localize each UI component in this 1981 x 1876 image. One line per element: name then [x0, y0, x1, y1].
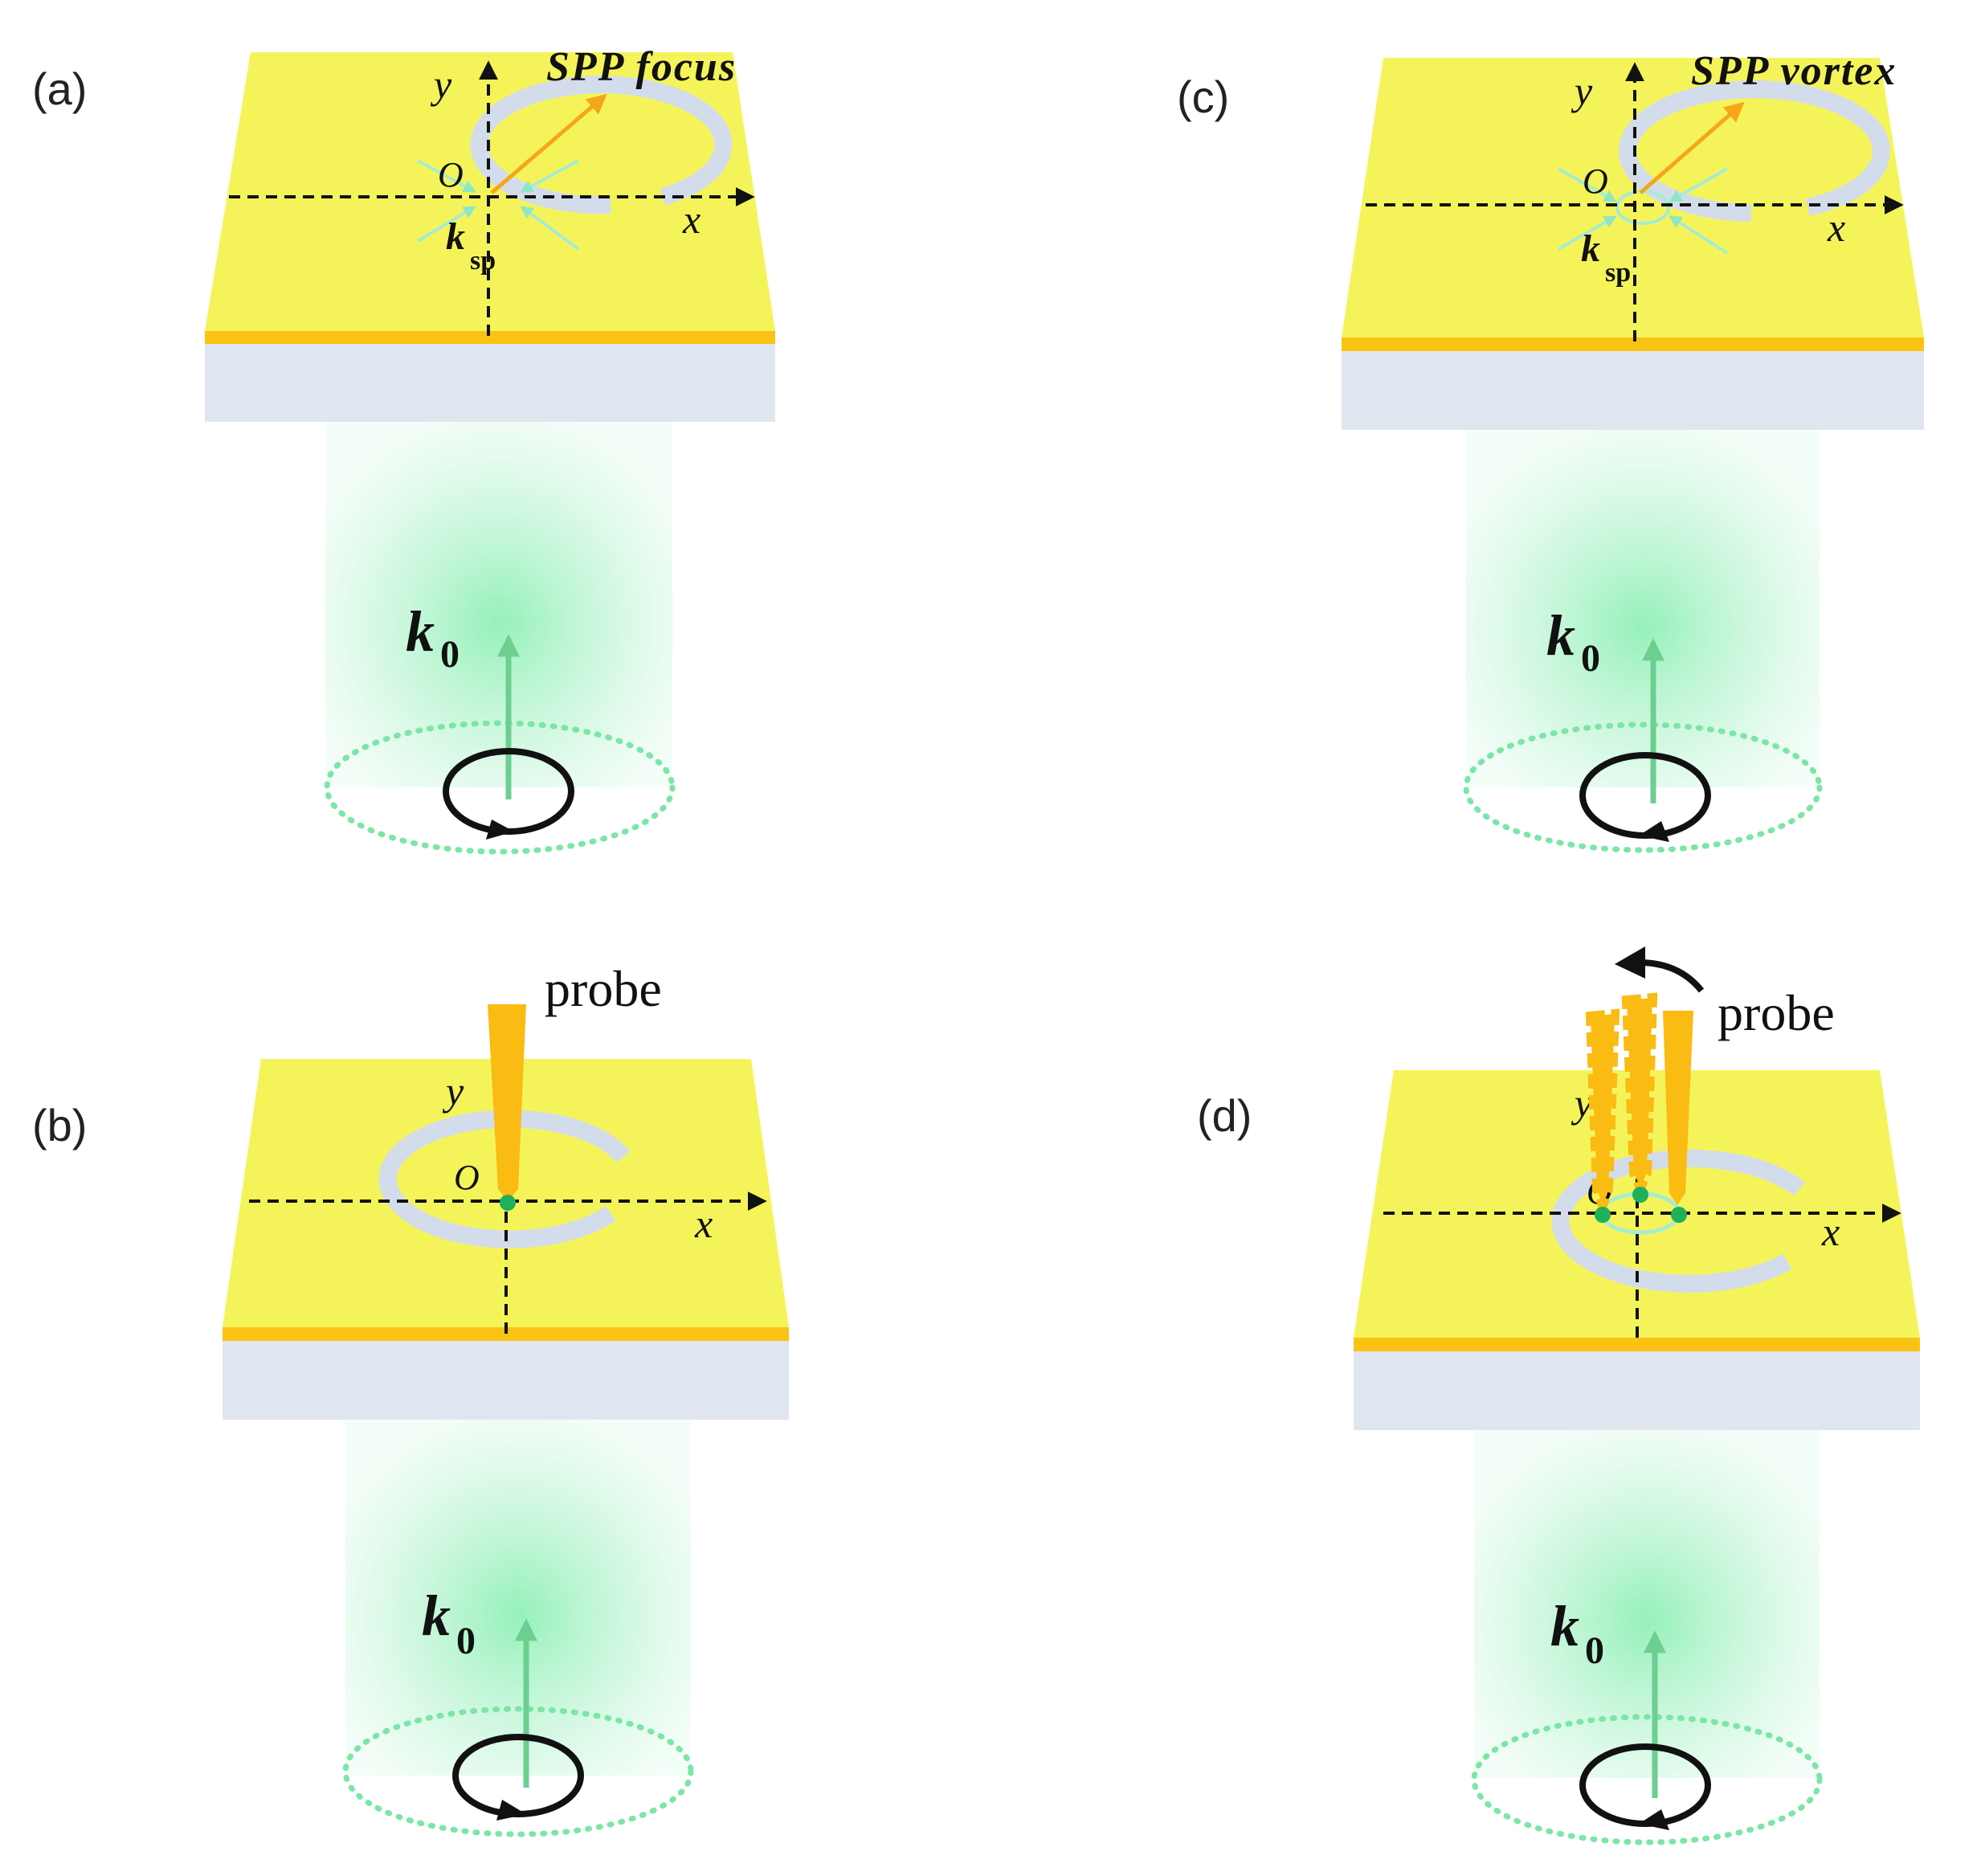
y-axis-label: y — [430, 62, 452, 107]
ring-slit — [1551, 1149, 1805, 1293]
substrate — [205, 341, 775, 422]
gold-surface — [1342, 58, 1924, 337]
ksp-subscript: sp — [1605, 258, 1631, 288]
probe-label: probe — [545, 960, 662, 1017]
ksp-subscript: sp — [470, 246, 496, 276]
substrate — [1342, 349, 1924, 430]
substrate — [223, 1339, 789, 1420]
probe-ghost-2 — [1621, 992, 1658, 1200]
gold-film-edge — [223, 1327, 789, 1341]
substrate — [1354, 1350, 1920, 1430]
spp-vortex-arrow — [1639, 101, 1745, 194]
panel-a-label: (a) — [32, 63, 87, 114]
gold-film-edge — [1342, 337, 1924, 351]
vortex-dot — [1632, 1187, 1648, 1203]
ksp-label: k — [1581, 227, 1600, 270]
x-axis-label: x — [694, 1201, 713, 1246]
k0-subscript: 0 — [1585, 1629, 1604, 1672]
panel-d-label: (d) — [1197, 1090, 1252, 1141]
curved-arrow-icon — [1615, 946, 1705, 993]
gold-film-edge — [1354, 1338, 1920, 1351]
ring-slit — [470, 76, 733, 215]
ksp-arrows — [416, 159, 580, 251]
gold-film-edge — [205, 331, 775, 344]
panel-b-label: (b) — [32, 1100, 87, 1151]
panel-a: (a) y x O k sp SPP focus k 0 — [32, 44, 775, 855]
y-axis-label: y — [442, 1069, 464, 1114]
k0-subscript: 0 — [456, 1620, 476, 1662]
light-beam — [345, 1418, 691, 1776]
light-beam — [325, 422, 672, 787]
k0-label: k — [1550, 1594, 1579, 1658]
origin-label: O — [454, 1158, 480, 1197]
origin-label: O — [438, 155, 464, 194]
spp-vortex-label: SPP vortex — [1691, 48, 1897, 94]
x-axis-label: x — [682, 197, 700, 242]
probe-tip — [1663, 1011, 1693, 1205]
k0-label: k — [1546, 603, 1575, 668]
gold-surface — [205, 52, 775, 331]
vortex-dot — [1671, 1207, 1687, 1223]
vortex-dot — [1595, 1207, 1611, 1223]
y-axis-label: y — [1571, 68, 1593, 113]
circle-arrow-icon — [1579, 1743, 1711, 1830]
ksp-label: k — [446, 215, 465, 258]
panel-d: (d) y x O probe k 0 — [1197, 946, 1920, 1845]
spp-focus-arrow — [490, 93, 607, 194]
ring-slit — [378, 1110, 631, 1249]
ring-slit — [1619, 80, 1891, 222]
ksp-arrows — [1558, 167, 1729, 255]
panel-b: (b) y x O probe k 0 — [32, 960, 789, 1837]
circle-arrow-icon — [452, 1734, 584, 1821]
light-beam — [1474, 1428, 1820, 1778]
circle-arrow-icon — [443, 748, 574, 840]
beam-footprint — [342, 1706, 694, 1837]
x-axis-label: x — [1827, 205, 1845, 250]
panel-c-label: (c) — [1177, 72, 1229, 122]
spp-focus-label: SPP focus — [546, 44, 737, 90]
k0-subscript: 0 — [1581, 637, 1600, 680]
panel-c: (c) y x O k sp SPP vortex k 0 — [1177, 48, 1924, 853]
focus-dot — [500, 1195, 516, 1211]
beam-footprint — [324, 720, 676, 855]
x-axis-label: x — [1821, 1209, 1840, 1254]
probe-tip — [488, 1004, 526, 1201]
origin-label: O — [1583, 161, 1608, 201]
k0-subscript: 0 — [440, 633, 460, 676]
k0-label: k — [422, 1584, 451, 1648]
k0-label: k — [406, 599, 435, 664]
beam-footprint — [1463, 721, 1823, 853]
beam-footprint — [1471, 1714, 1823, 1845]
circle-arrow-icon — [1579, 752, 1711, 842]
probe-label: probe — [1718, 984, 1835, 1041]
light-beam — [1466, 430, 1820, 787]
probe-ghost-1 — [1585, 1008, 1620, 1220]
